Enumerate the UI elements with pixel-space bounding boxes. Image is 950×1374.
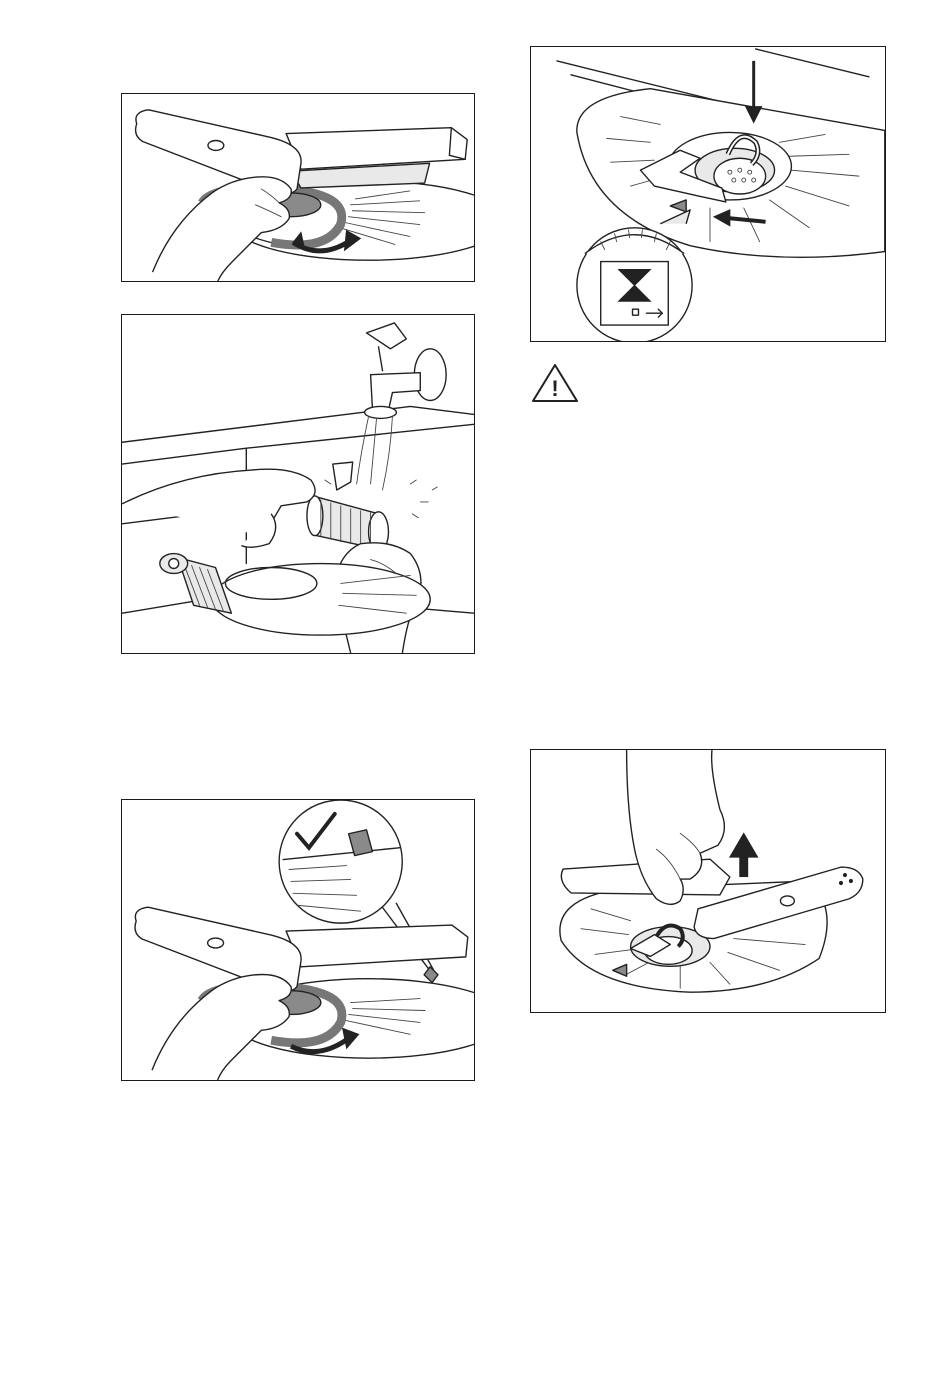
lift-lower-spray-arm-icon <box>531 750 885 1012</box>
remove-spray-arm-rotate-filter-icon <box>122 94 474 281</box>
figure-rinse-filter <box>121 314 475 654</box>
warning-triangle-icon: ! <box>530 362 580 404</box>
figure-reinstall-filter <box>121 799 475 1081</box>
figure-remove-filter <box>121 93 475 282</box>
reinstall-filter-check-icon <box>122 800 474 1080</box>
insert-filter-turn-lock-icon <box>531 47 885 341</box>
rinse-filters-under-tap-icon <box>122 315 474 653</box>
warning-symbol: ! <box>551 376 558 401</box>
figure-remove-spray-arm <box>530 749 886 1013</box>
figure-lock-filter <box>530 46 886 342</box>
